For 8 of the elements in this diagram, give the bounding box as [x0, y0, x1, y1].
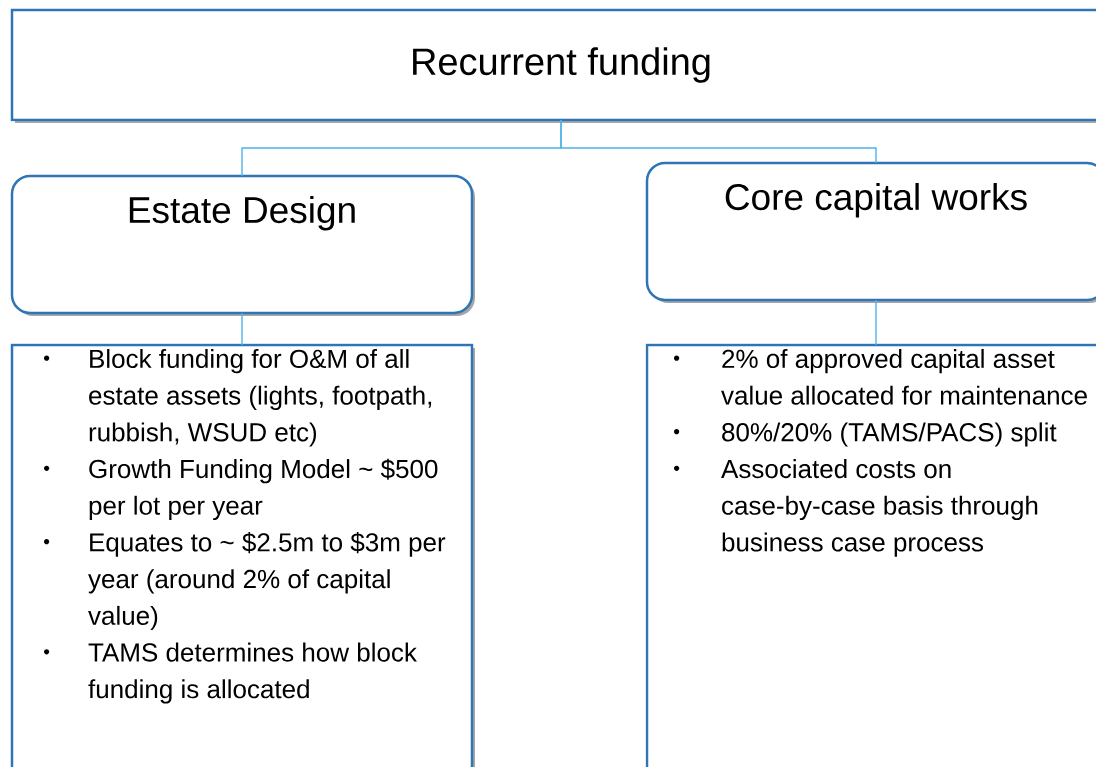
bullet-list-box: Block funding for O&M of all estate assets (lights, footpath, rubbish, WSUD etc) Growth Funding Model ~ $500 per lot per year Equates to ~ $2.5m to $3m per year (around 2% of capital value) TAMS determines how block funding is allocated — [10, 343, 475, 767]
connector-line — [875, 299, 877, 346]
rounded-box: Core capital works — [645, 161, 1096, 303]
heading-box: Recurrent funding — [10, 8, 1096, 123]
connector-line — [560, 119, 877, 164]
bullet-list-box: 2% of approved capital asset value allocated for maintenance 80%/20% (TAMS/PACS) split Associated costs on case-by-case basis through business case process — [645, 343, 1096, 767]
rounded-box: Estate Design — [10, 174, 475, 316]
connector-line — [241, 312, 243, 346]
